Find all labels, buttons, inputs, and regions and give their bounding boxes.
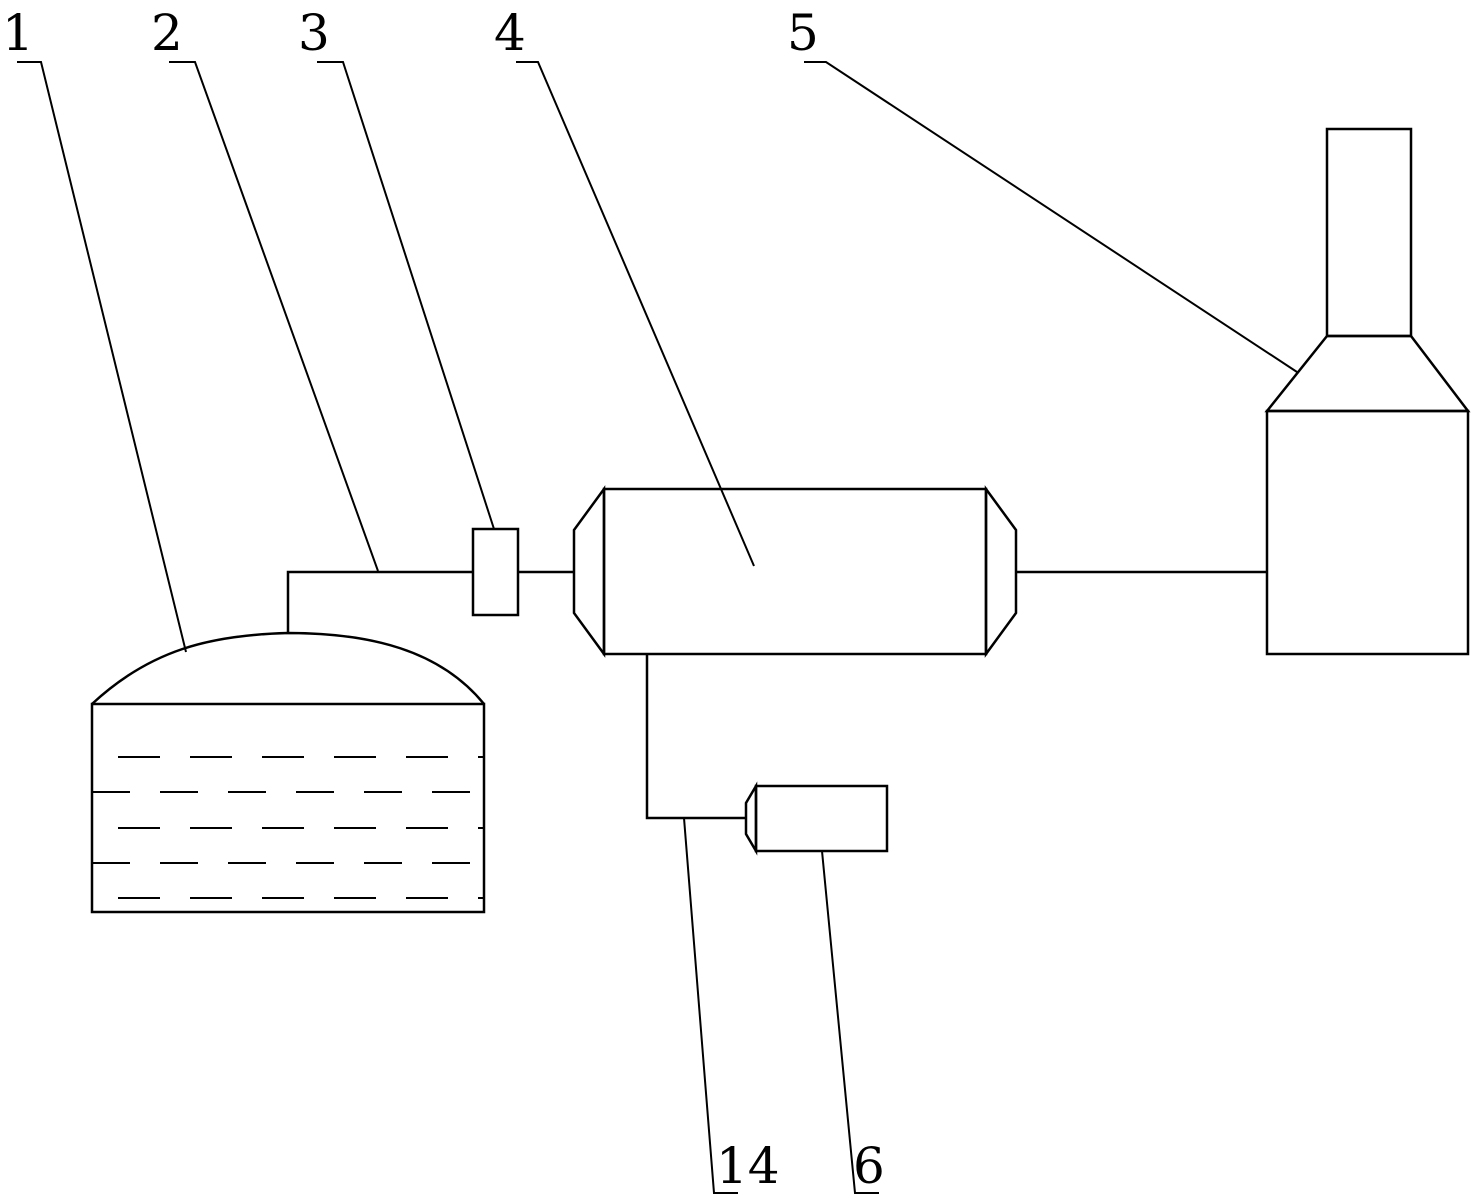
chimney-furnace [1264,127,1471,656]
label-4: 4 [494,4,526,62]
leader-6 [821,850,879,1194]
valve [471,527,520,617]
label-14: 14 [716,1137,780,1195]
furnace-body [1265,409,1470,656]
leader-1 [17,61,187,653]
device-body [754,784,889,853]
leader-4 [516,61,755,567]
drum-body [602,487,988,656]
label-5: 5 [787,4,819,62]
device-nozzle [744,781,758,856]
furnace-hood [1264,334,1471,413]
leader-lines [17,61,1298,1194]
labels: 1 2 3 4 5 14 6 [2,4,885,1195]
chimney-stack [1325,127,1413,338]
leader-5 [804,61,1298,373]
pipe-tank-to-valve [286,570,473,633]
drum-left-cap [572,485,606,658]
device [744,781,889,856]
tank-liquid-lines [92,756,484,899]
label-6: 6 [853,1137,885,1195]
leader-3 [317,61,495,530]
drum [572,485,1018,658]
tank-dome [91,631,485,705]
branch-pipe [645,654,746,820]
leader-14 [683,817,738,1194]
storage-tank [90,631,486,914]
leader-2 [169,61,379,572]
label-2: 2 [151,4,183,62]
tank-body [90,702,486,914]
drum-right-cap [984,485,1018,658]
gas-pipe [286,570,574,633]
label-3: 3 [298,4,330,62]
label-1: 1 [2,4,34,62]
